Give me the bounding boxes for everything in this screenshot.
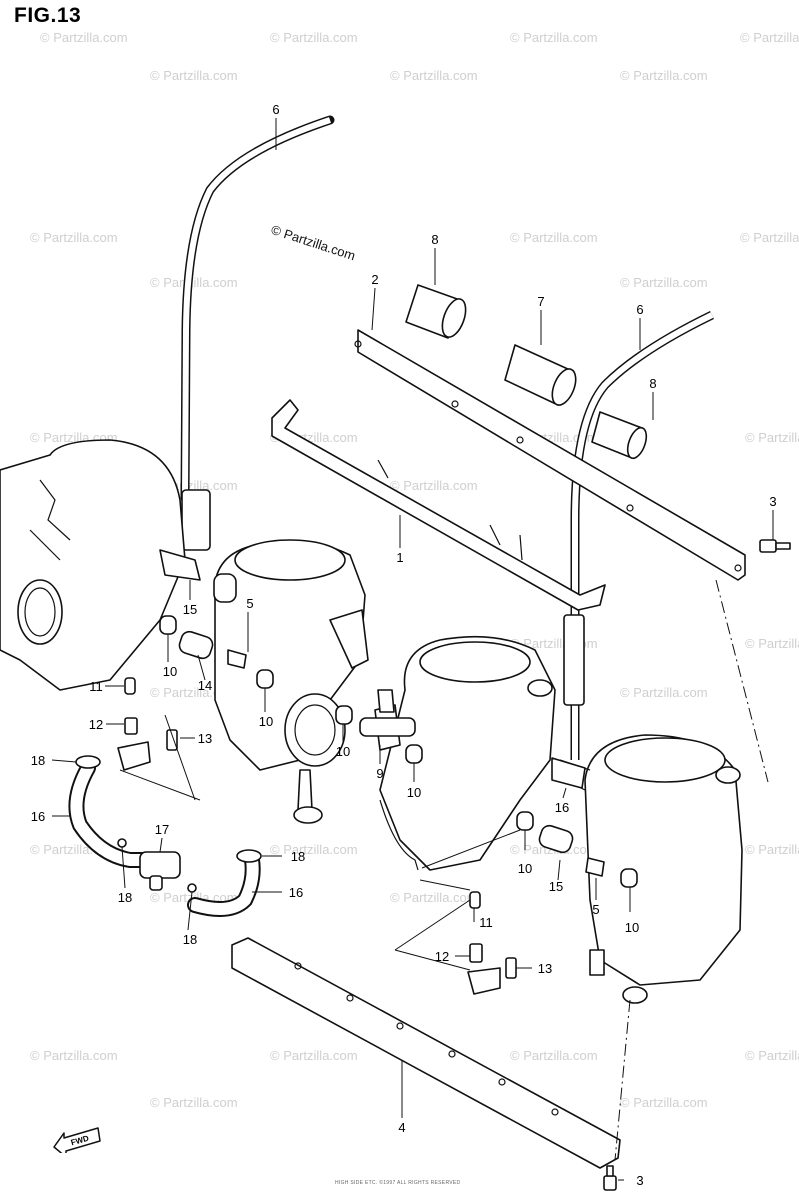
callout-15: 15	[549, 879, 563, 894]
figure-title: FIG.13	[14, 4, 82, 27]
callout-9: 9	[376, 766, 383, 781]
callout-12: 12	[89, 717, 103, 732]
callout-13: 13	[198, 731, 212, 746]
sleeve-8-lower	[591, 411, 648, 460]
forward-arrow-icon: FWD	[53, 1127, 101, 1153]
callout-17: 17	[155, 822, 169, 837]
fuel-tee-joint	[359, 689, 416, 751]
callout-18: 18	[118, 890, 132, 905]
callout-8: 8	[431, 232, 438, 247]
callout-10: 10	[518, 861, 532, 876]
callout-14: 14	[198, 678, 212, 693]
callout-labels: 6 8 2 7 6 8 3 1 15 5 10 14 10 11 12 13 1…	[31, 102, 777, 1188]
callout-2: 2	[371, 272, 378, 287]
callout-11: 11	[479, 915, 493, 930]
callout-10: 10	[163, 664, 177, 679]
callout-4: 4	[398, 1120, 405, 1135]
vent-hose-connectors	[159, 549, 586, 854]
callout-18: 18	[31, 753, 45, 768]
lower-bracket-plate	[231, 937, 621, 1169]
leader-lines	[51, 118, 774, 1181]
footer-code: HIGH SIDE ETC. ©1997 ALL RIGHTS RESERVED	[335, 1180, 461, 1186]
callout-13: 13	[538, 961, 552, 976]
callout-12: 12	[435, 949, 449, 964]
throttle-stop-screws	[117, 677, 517, 995]
callout-16: 16	[31, 809, 45, 824]
carburetor-body-3	[379, 635, 556, 871]
carburetor-bracket-rail	[271, 399, 606, 611]
hose-clamps	[227, 649, 605, 877]
sleeve-8-upper	[405, 284, 467, 339]
callout-16: 16	[555, 800, 569, 815]
carburetor-body-2	[213, 539, 369, 824]
callout-7: 7	[537, 294, 544, 309]
callout-16: 16	[289, 885, 303, 900]
callout-1: 1	[396, 550, 403, 565]
callout-10: 10	[336, 744, 350, 759]
callout-10: 10	[625, 920, 639, 935]
callout-10: 10	[259, 714, 273, 729]
callout-11: 11	[89, 679, 103, 694]
carburetor-body-4	[559, 734, 743, 1004]
callout-6: 6	[272, 102, 279, 117]
callout-8: 8	[649, 376, 656, 391]
callout-5: 5	[246, 596, 253, 611]
sleeve-7	[504, 344, 577, 406]
callout-3: 3	[769, 494, 776, 509]
callout-15: 15	[183, 602, 197, 617]
callout-6: 6	[636, 302, 643, 317]
mounting-bolts	[603, 539, 791, 1191]
fuel-hoses	[68, 755, 262, 917]
upper-bracket-plate	[354, 329, 746, 581]
callout-18: 18	[291, 849, 305, 864]
vent-pipe-left	[180, 115, 335, 551]
callout-5: 5	[592, 902, 599, 917]
callout-10: 10	[407, 785, 421, 800]
callout-3: 3	[636, 1173, 643, 1188]
callout-18: 18	[183, 932, 197, 947]
carburetor-body-1	[0, 439, 186, 691]
alignment-lines	[614, 579, 769, 1161]
